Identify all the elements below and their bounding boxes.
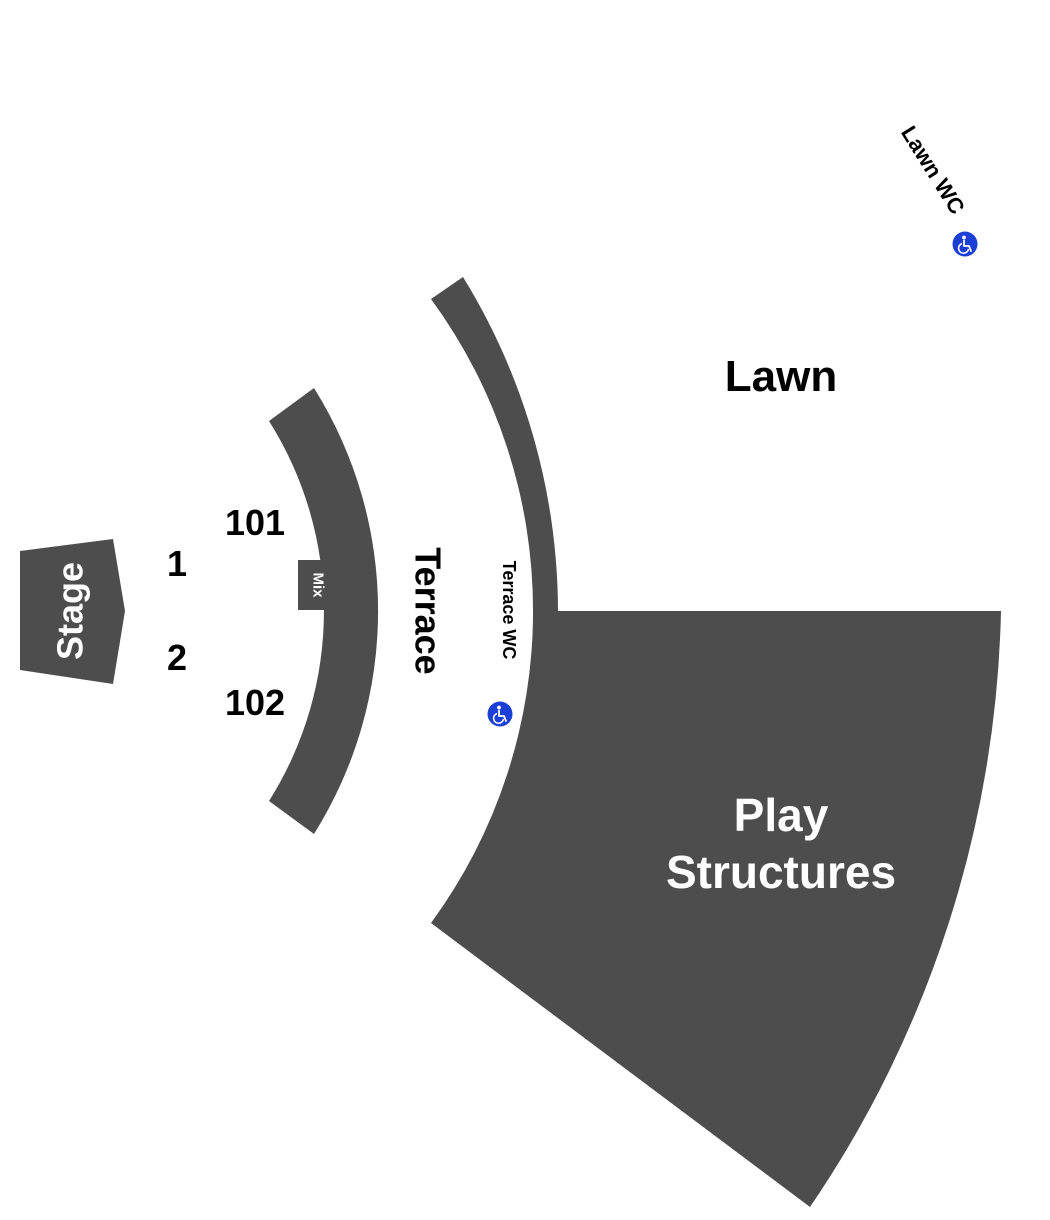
play-structures-label-line2: Structures: [666, 846, 896, 898]
mix-booth-label: Mix: [310, 572, 327, 598]
terrace-label[interactable]: Terrace: [408, 547, 449, 674]
stage-shape[interactable]: [20, 539, 125, 684]
terrace-wc-label[interactable]: Terrace WC: [499, 561, 519, 660]
section-102-label[interactable]: 102: [225, 682, 285, 723]
mix-booth[interactable]: Mix: [298, 560, 334, 610]
lawn-wc-accessible-icon: [952, 231, 978, 257]
play-structures-label-line1: Play: [734, 789, 829, 841]
section-101-102-zone[interactable]: [269, 388, 379, 834]
pit-section-1-label[interactable]: 1: [167, 543, 187, 584]
lawn-wc-label[interactable]: Lawn WC: [896, 121, 970, 218]
section-101-102-arc[interactable]: [269, 388, 379, 834]
stage-label: Stage: [50, 562, 91, 660]
mix-booth-shape[interactable]: [298, 560, 334, 610]
lawn-rail-and-play-structures-shape[interactable]: [431, 277, 1001, 1207]
stage-zone[interactable]: Stage: [20, 539, 125, 684]
lawn-play-structures-zone[interactable]: [431, 277, 1001, 1207]
terrace-wc-accessible-icon: [487, 701, 513, 727]
section-101-label[interactable]: 101: [225, 502, 285, 543]
pit-section-2-label[interactable]: 2: [167, 637, 187, 678]
lawn-label[interactable]: Lawn: [725, 352, 837, 401]
